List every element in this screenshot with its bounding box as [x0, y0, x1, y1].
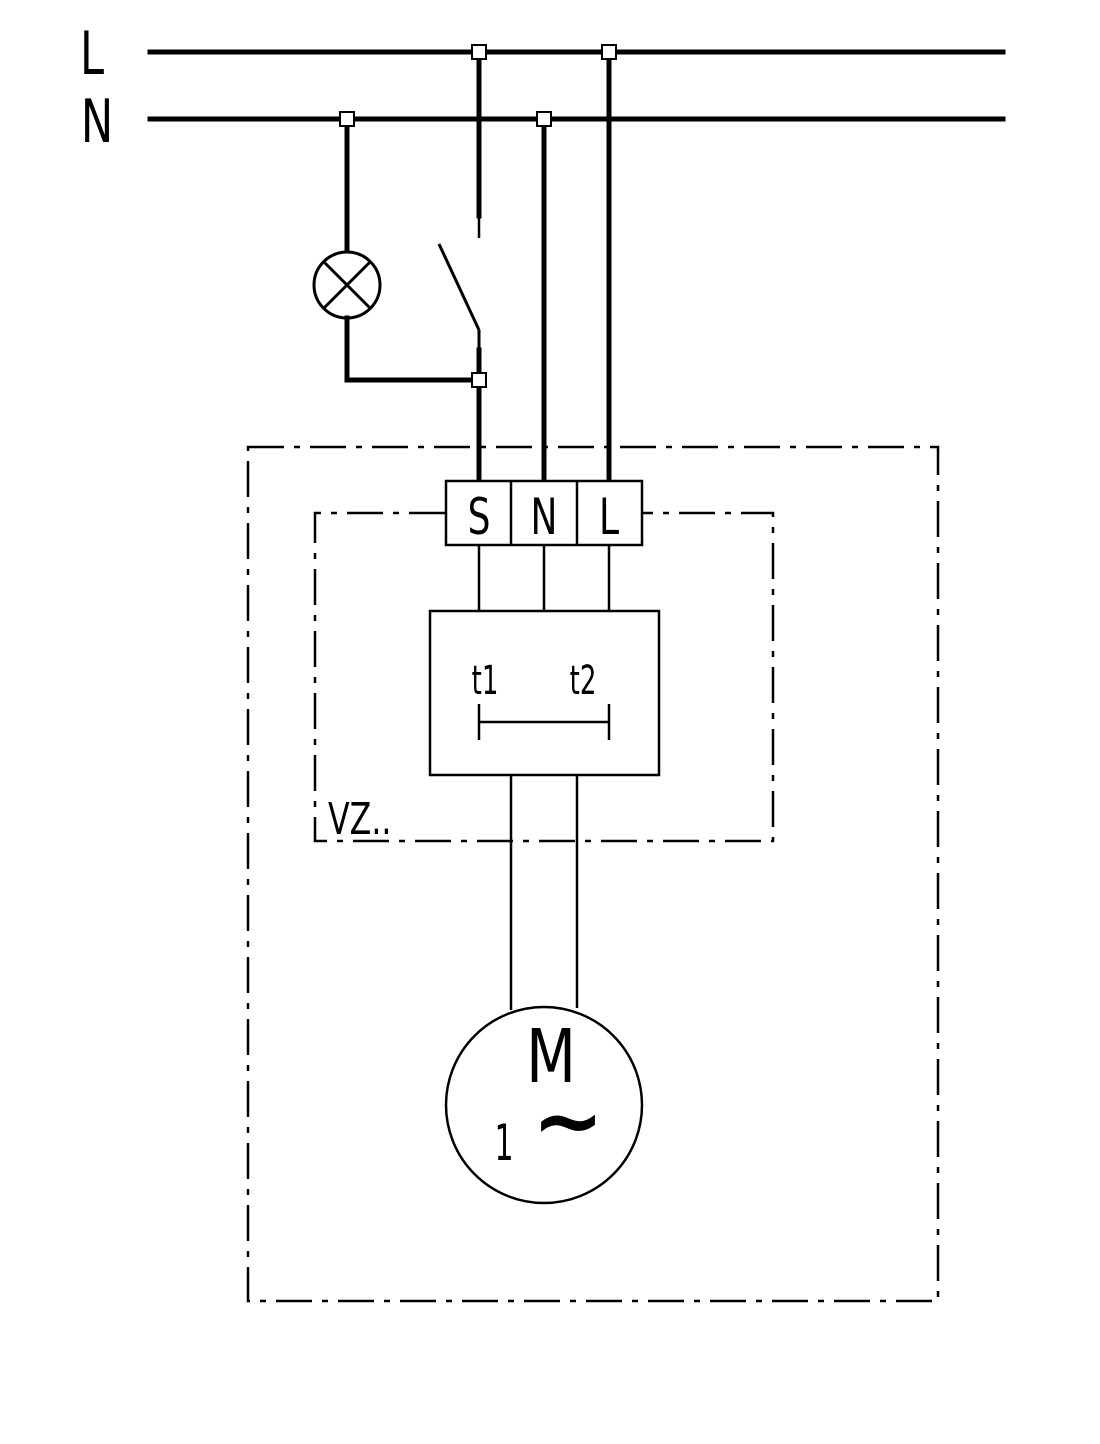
motor-phase-count: 1	[494, 1114, 513, 1172]
timer-label-t1: t1	[472, 657, 499, 703]
timer-label-t2: t2	[570, 657, 597, 703]
time-interval-icon	[477, 704, 611, 740]
junction-terminal-live-feed	[601, 44, 617, 60]
module-boundary-top-left	[313, 511, 775, 843]
junction-terminal-switch-lamp	[471, 372, 487, 388]
fan-enclosure-boundary	[246, 445, 940, 1303]
junction-terminal-neutral-feed	[536, 111, 552, 127]
lamp-icon	[312, 250, 382, 320]
motor-symbol: M	[526, 1013, 576, 1100]
junction-terminal-live-switch	[471, 44, 487, 60]
terminal-label-neutral: N	[531, 489, 558, 546]
junction-terminal-neutral-lamp	[339, 111, 355, 127]
motor-icon	[444, 1005, 644, 1205]
module-label: VZ..	[328, 794, 391, 846]
lamp-to-switch-wire	[344, 315, 482, 383]
motor-ac-symbol: ~	[532, 1071, 604, 1171]
terminal-label-live: L	[599, 489, 620, 546]
rail-label-live: L	[80, 19, 104, 89]
timer-module	[428, 609, 661, 777]
terminal-label-switched: S	[468, 489, 491, 546]
rail-label-neutral: N	[81, 87, 113, 157]
switch-icon	[437, 243, 481, 350]
